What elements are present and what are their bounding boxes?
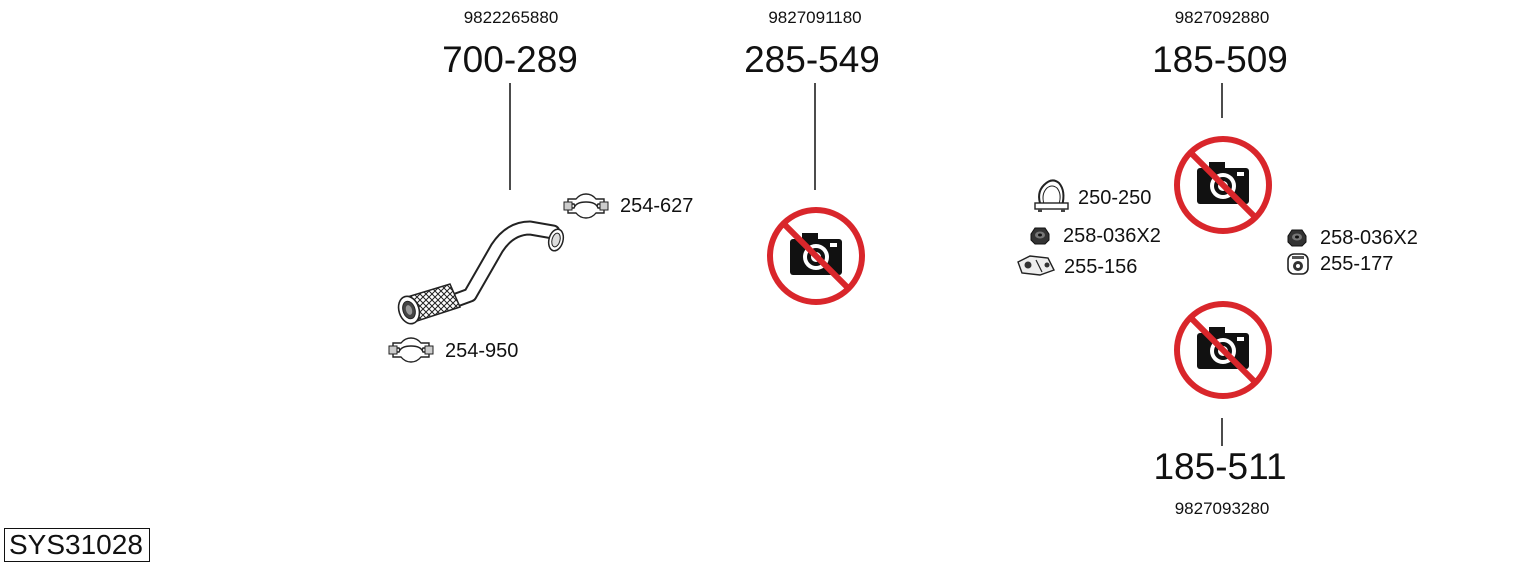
accessory-label[interactable]: 250-250 (1078, 187, 1152, 209)
accessory-label[interactable]: 255-156 (1064, 256, 1138, 278)
oem-number: 9827092880 (1174, 8, 1270, 27)
flex-pipe-illustration (397, 220, 565, 325)
part-number[interactable]: 185-509 (1152, 39, 1288, 80)
nut-icon (1030, 227, 1050, 245)
bracket-icon (1017, 255, 1055, 276)
no-photo-icon (1177, 139, 1269, 231)
accessory-label[interactable]: 254-950 (445, 340, 519, 362)
accessory-label[interactable]: 255-177 (1320, 253, 1394, 275)
no-photo-icon (770, 210, 862, 302)
no-photo-icon (1177, 304, 1269, 396)
clamp-icon (563, 193, 609, 219)
nut-icon (1287, 229, 1307, 247)
rubber-mount-icon (1287, 253, 1309, 275)
clamp-icon (388, 337, 434, 363)
part-number[interactable]: 185-511 (1153, 446, 1287, 487)
accessory-label[interactable]: 258-036X2 (1063, 225, 1161, 247)
oem-number: 9827091180 (768, 8, 862, 27)
accessory-label[interactable]: 254-627 (620, 195, 694, 217)
part-number[interactable]: 700-289 (442, 39, 578, 80)
oem-number: 9822265880 (463, 8, 559, 27)
u-clamp-icon (1034, 179, 1069, 212)
oem-number: 9827093280 (1174, 499, 1270, 518)
system-code: SYS31028 (4, 528, 150, 562)
part-number[interactable]: 285-549 (744, 39, 880, 80)
accessory-label[interactable]: 258-036X2 (1320, 227, 1418, 249)
